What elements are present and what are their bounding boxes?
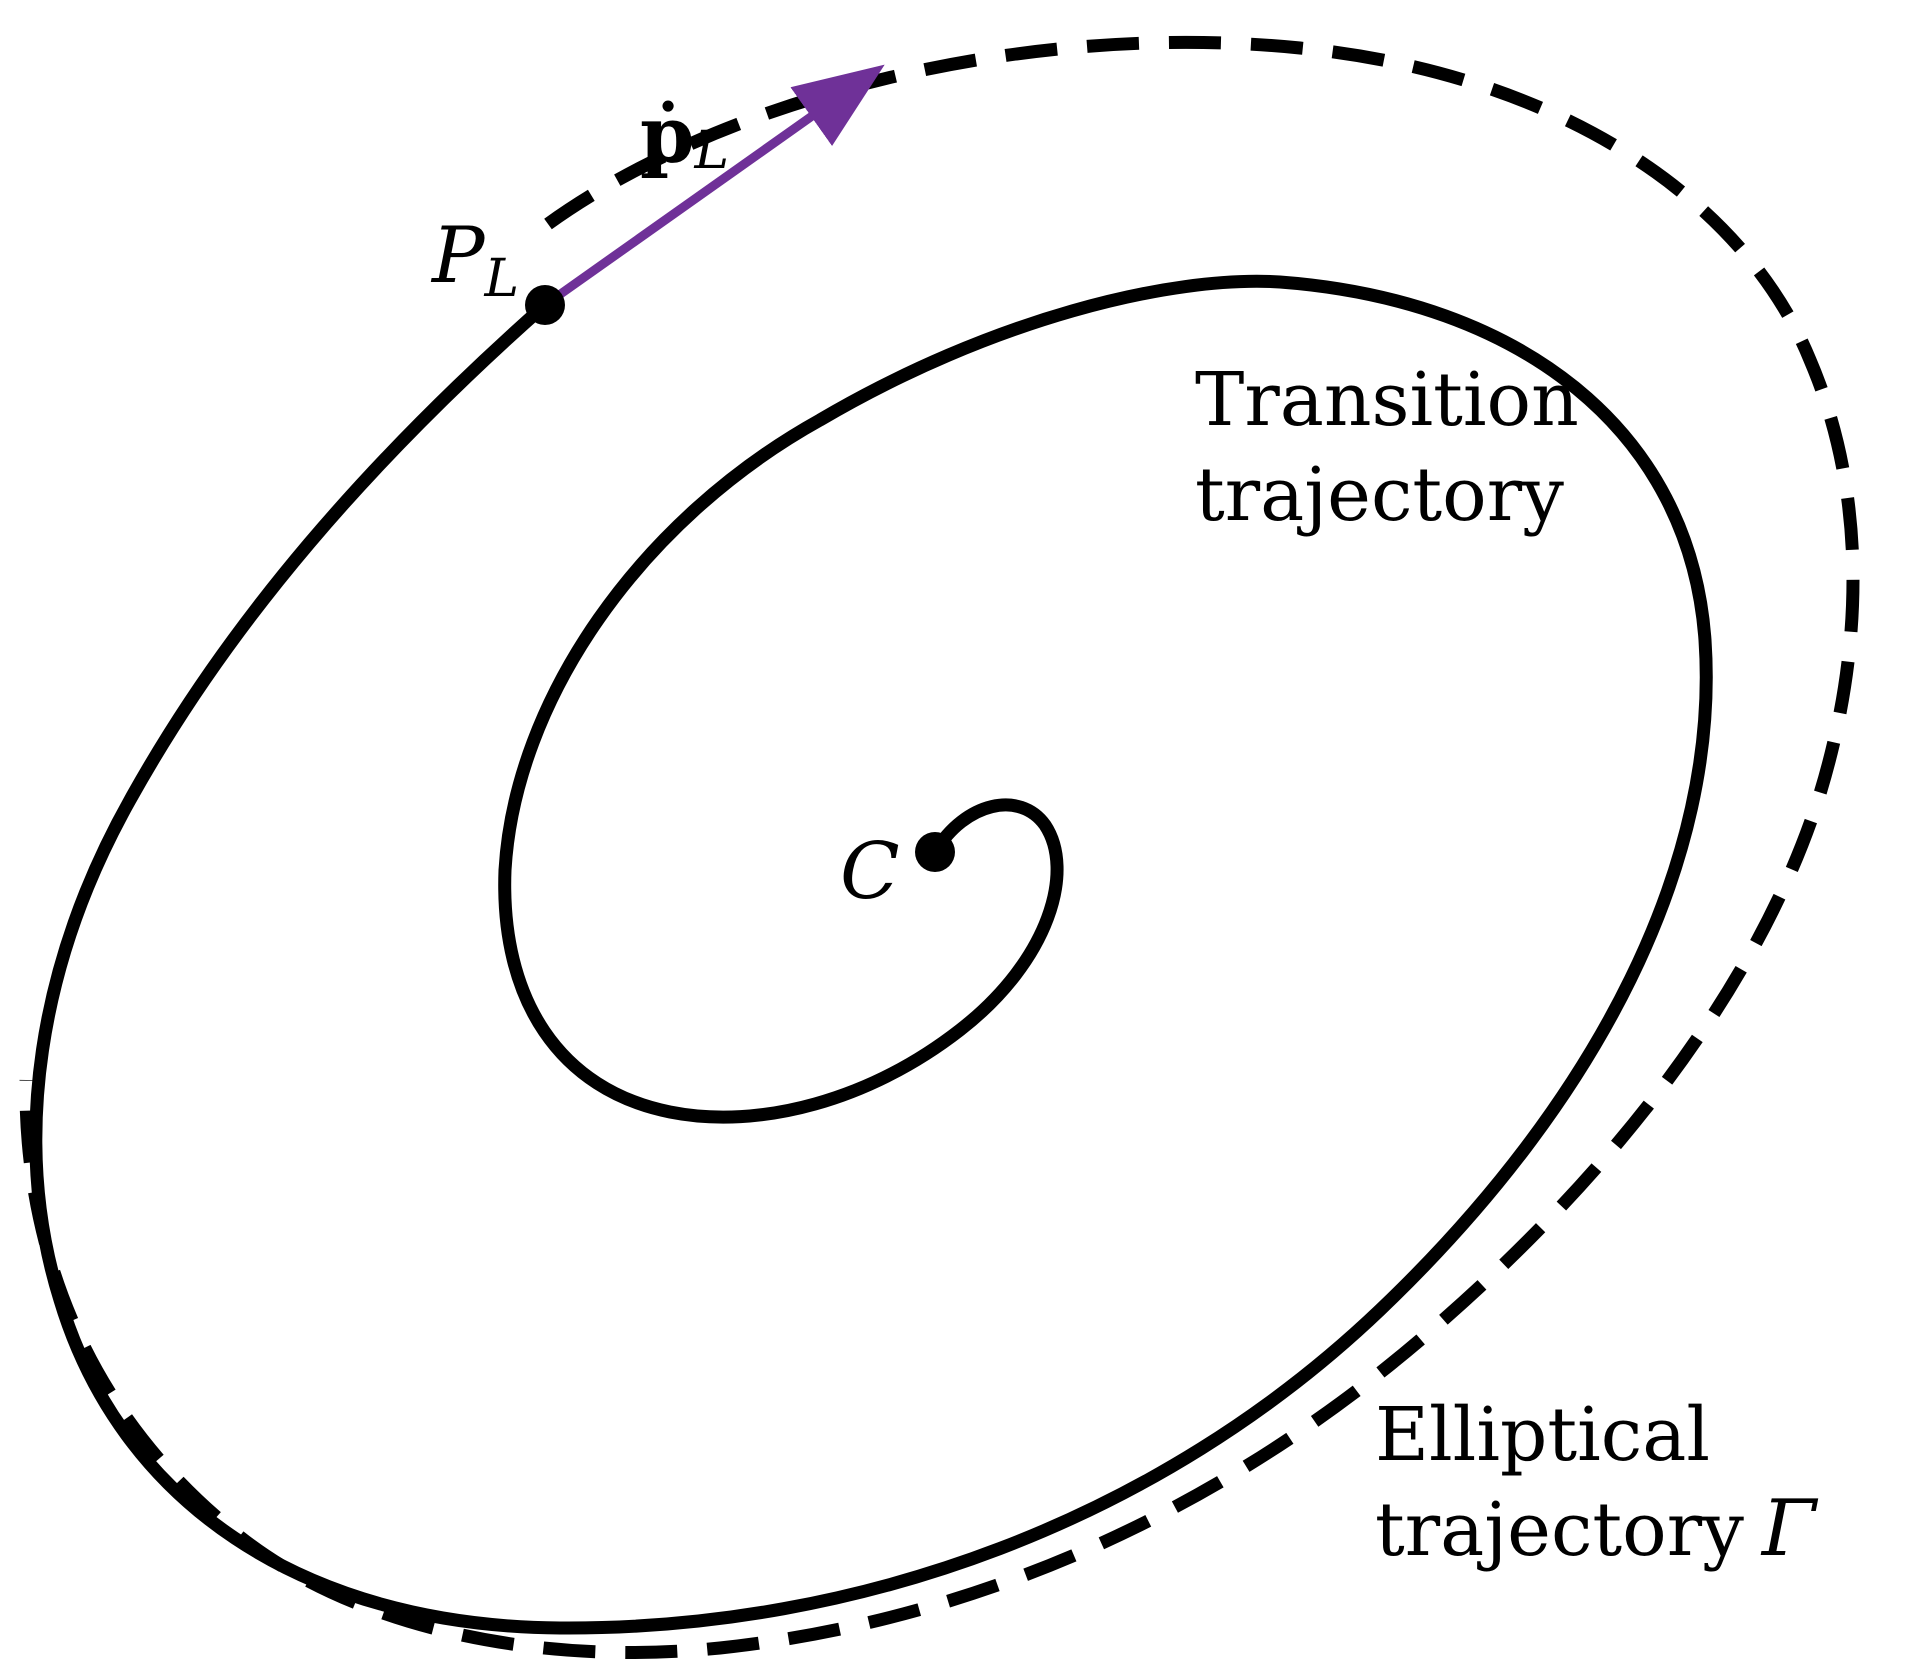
- transition-trajectory: [29, 274, 1713, 1635]
- velocity-symbol: ṗ: [640, 90, 695, 181]
- point-p-symbol: P: [430, 211, 486, 301]
- point-pl-label: PL: [430, 211, 519, 309]
- gamma-symbol: Γ: [1760, 1484, 1819, 1574]
- elliptical-label-line1: Elliptical: [1375, 1392, 1710, 1478]
- transition-label-line1: Transition: [1195, 357, 1579, 443]
- transition-label-line2: trajectory: [1195, 452, 1564, 538]
- velocity-subscript: L: [694, 121, 730, 181]
- velocity-label: ṗL: [640, 90, 729, 181]
- velocity-arrow: [542, 64, 885, 309]
- point-p-subscript: L: [483, 249, 519, 309]
- center-label: C: [840, 827, 900, 917]
- point-pl-marker: [525, 285, 565, 325]
- center-point-marker: [915, 832, 955, 872]
- elliptical-trajectory-word: trajectory: [1375, 1487, 1744, 1573]
